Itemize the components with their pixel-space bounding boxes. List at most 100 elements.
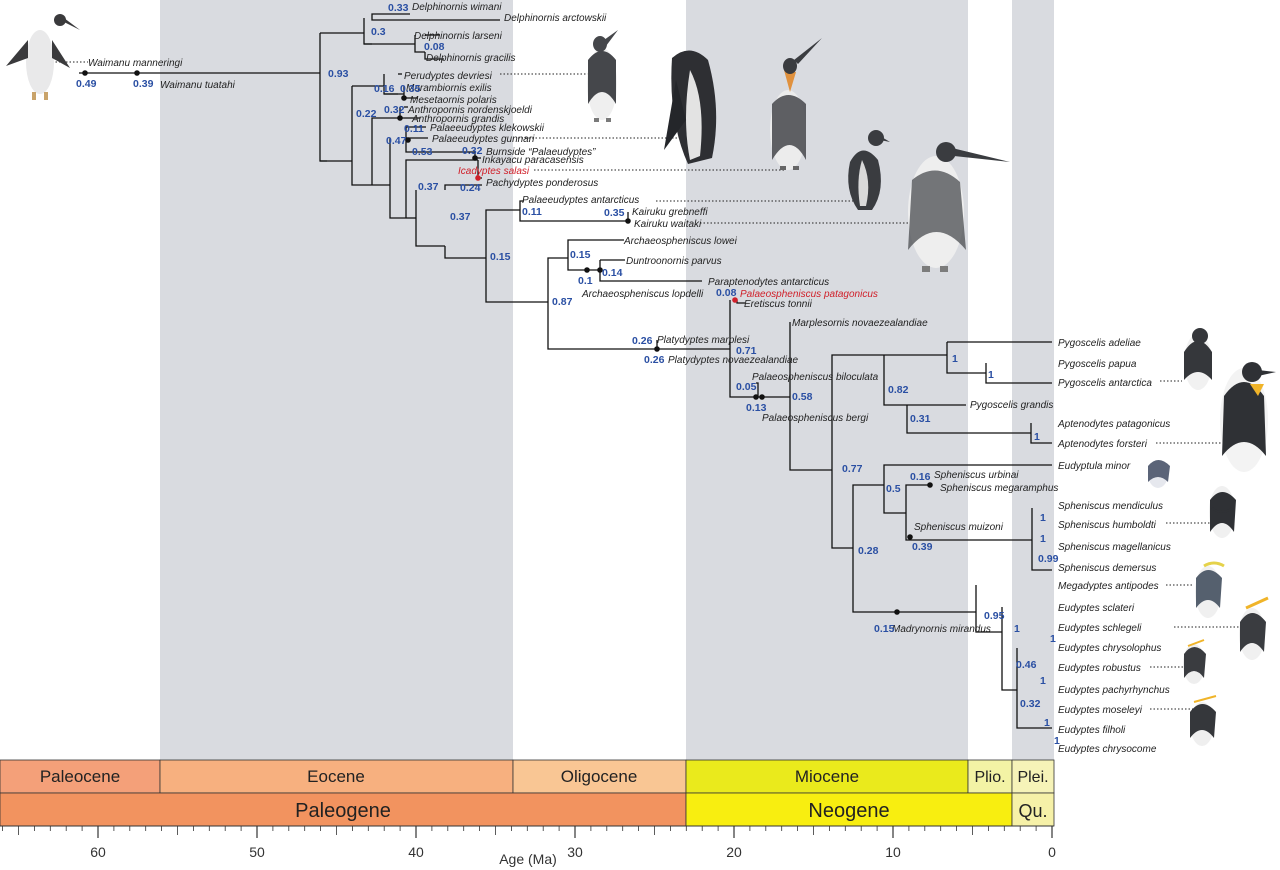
- taxon-megadyptes-antipodes: Megadyptes antipodes: [1058, 581, 1159, 592]
- taxon-palaeospheniscus-patagonicus: Palaeospheniscus patagonicus: [740, 289, 878, 300]
- support-value-23: 0.14: [602, 267, 623, 279]
- epoch-pliocene: Plio.: [974, 769, 1005, 786]
- yellow-eyed-penguin-icon: [1195, 561, 1225, 618]
- support-value-51: 0.32: [1020, 698, 1041, 710]
- branch-54: [831, 354, 884, 470]
- node-dot-2: [134, 70, 140, 76]
- node-dot-17: [894, 609, 900, 615]
- node-dot-1: [82, 70, 88, 76]
- taxon-anthropornis-grandis: Anthropornis grandis: [411, 114, 504, 125]
- branch-12: [351, 86, 372, 186]
- branch-35: [519, 200, 524, 210]
- branch-74: [1016, 648, 1052, 729]
- node-dot-13: [753, 394, 759, 400]
- crested-penguin-icon: [1239, 596, 1269, 660]
- branch-34: [485, 209, 520, 258]
- emperor-penguin-icon: [1220, 362, 1276, 472]
- node-dot-7: [475, 175, 481, 181]
- taxon-kairuku-waitaki: Kairuku waitaki: [634, 219, 702, 230]
- taxon-palaeospheniscus-biloculata: Palaeospheniscus biloculata: [752, 372, 879, 383]
- taxon-pygoscelis-antarctica: Pygoscelis antarctica: [1058, 378, 1152, 389]
- miocene-band: [686, 0, 968, 760]
- support-value-10: 0.32: [384, 104, 405, 116]
- eocene-band: [160, 0, 513, 760]
- branch-31: [415, 190, 445, 247]
- taxon-archaeospheniscus-lopdelli: Archaeospheniscus lopdelli: [581, 289, 704, 300]
- support-value-3: 0.08: [424, 41, 445, 53]
- branch-53: [789, 322, 832, 471]
- support-value-40: 1: [1040, 512, 1046, 524]
- support-value-4: 0.49: [76, 78, 97, 90]
- support-value-53: 1: [1054, 735, 1060, 747]
- taxon-spheniscus-demersus: Spheniscus demersus: [1058, 563, 1156, 574]
- support-value-5: 0.39: [133, 78, 154, 90]
- taxon-eretiscus-tonnii: Eretiscus tonnii: [744, 299, 813, 310]
- taxon-aptenodytes-forsteri: Aptenodytes forsteri: [1057, 439, 1148, 450]
- tick-label-10: 10: [885, 844, 901, 860]
- branch-61: [985, 363, 1052, 384]
- little-penguin-icon: [1148, 460, 1170, 488]
- period-neogene: Neogene: [808, 800, 889, 822]
- kairuku-penguin-icon: [770, 38, 822, 170]
- branch-60: [946, 342, 986, 374]
- support-value-36: 1: [1034, 431, 1040, 443]
- taxon-palaeeudyptes-antarcticus: Palaeeudyptes antarcticus: [522, 195, 639, 206]
- branch-68: [905, 513, 1032, 541]
- taxon-pygoscelis-papua: Pygoscelis papua: [1058, 359, 1137, 370]
- tick-label-30: 30: [567, 844, 583, 860]
- taxon-spheniscus-mendiculus: Spheniscus mendiculus: [1058, 501, 1163, 512]
- taxon-spheniscus-urbinai: Spheniscus urbinai: [934, 470, 1019, 481]
- support-value-39: 0.5: [886, 483, 901, 495]
- support-value-16: 0.37: [418, 181, 439, 193]
- support-value-27: 0.26: [644, 354, 665, 366]
- node-dot-12: [732, 297, 738, 303]
- branch-25: [405, 126, 426, 138]
- taxon-burnside-palaeudyptes: Burnside “Palaeudyptes”: [486, 147, 596, 158]
- taxon-pachydyptes-ponderosus: Pachydyptes ponderosus: [486, 178, 598, 189]
- node-dot-9: [584, 267, 590, 273]
- support-value-13: 0.53: [412, 146, 433, 158]
- support-value-47: 1: [1014, 623, 1020, 635]
- branch-6: [371, 18, 500, 21]
- palaeeudyptes-penguin-icon: [664, 50, 717, 164]
- chinstrap-penguin-icon: [1184, 328, 1212, 390]
- support-value-45: 0.95: [984, 610, 1005, 622]
- support-value-37: 0.77: [842, 463, 863, 475]
- support-value-42: 1: [1040, 533, 1046, 545]
- taxon-eudyptes-robustus: Eudyptes robustus: [1058, 663, 1141, 674]
- branch-32: [444, 184, 482, 190]
- branch-47: [729, 300, 735, 398]
- epoch-oligocene: Oligocene: [561, 767, 638, 786]
- branch-65: [883, 464, 1052, 485]
- icadyptes-penguin-icon: [848, 130, 890, 210]
- branch-57: [906, 405, 1031, 434]
- tree-branches: [79, 13, 1052, 729]
- support-value-8: 0.35: [400, 83, 421, 95]
- support-value-15: 0.24: [460, 182, 481, 194]
- branch-51: [756, 382, 759, 397]
- support-value-2: 0.3: [371, 26, 386, 38]
- node-dot-15: [927, 482, 933, 488]
- taxon-delphinornis-arctowskii: Delphinornis arctowskii: [504, 13, 607, 24]
- epoch-pleistocene: Plei.: [1017, 769, 1048, 786]
- taxon-delphinornis-wimani: Delphinornis wimani: [412, 2, 502, 13]
- branch-40: [567, 239, 624, 258]
- support-value-7: 0.16: [374, 83, 395, 95]
- tick-label-40: 40: [408, 844, 424, 860]
- node-dot-4: [397, 115, 403, 121]
- taxon-eudyptes-pachyrhynchus: Eudyptes pachyrhynchus: [1058, 685, 1170, 696]
- taxon-icadyptes-salasi: Icadyptes salasi: [458, 166, 530, 177]
- taxon-waimanu-manneringi: Waimanu manneringi: [88, 58, 183, 69]
- taxon-palaeeudyptes-klekowskii: Palaeeudyptes klekowskii: [430, 123, 545, 134]
- branch-73: [1001, 607, 1017, 691]
- branch-5: [371, 13, 410, 18]
- period-quaternary: Qu.: [1018, 801, 1047, 821]
- taxon-spheniscus-magellanicus: Spheniscus magellanicus: [1058, 542, 1171, 553]
- branch-28: [405, 159, 478, 218]
- support-value-32: 1: [952, 353, 958, 365]
- taxon-marplesornis-novaezealandiae: Marplesornis novaezealandiae: [792, 318, 928, 329]
- waimanu-penguin-icon: [6, 14, 80, 100]
- support-value-12: 0.47: [386, 135, 407, 147]
